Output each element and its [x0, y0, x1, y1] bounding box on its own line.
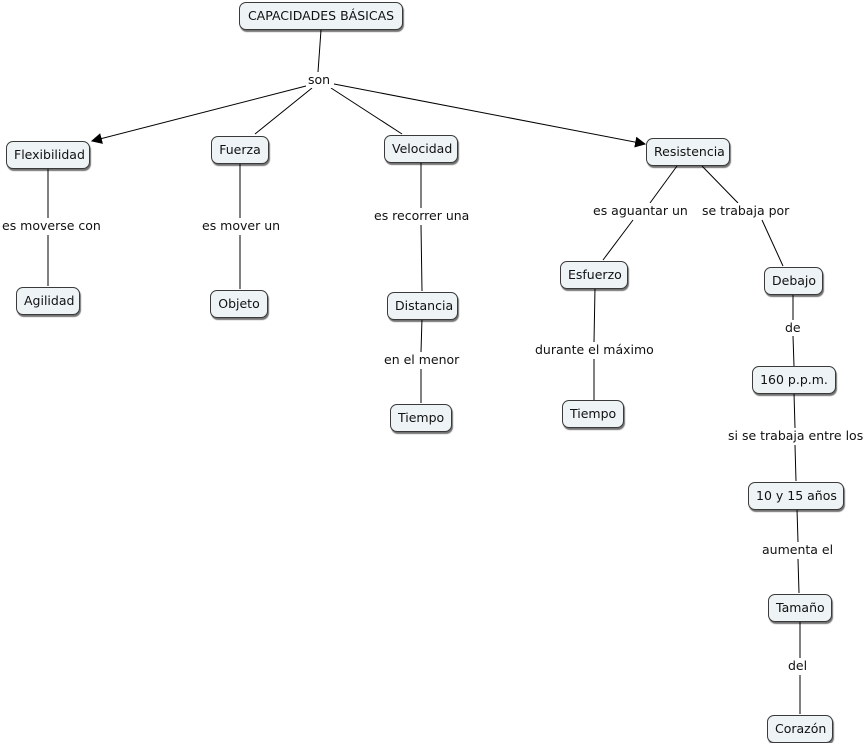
edge-edad-label [796, 508, 799, 543]
node-fuerza[interactable]: Fuerza [211, 136, 269, 164]
node-objeto[interactable]: Objeto [210, 290, 268, 318]
edge-son-fuerza [254, 87, 313, 135]
edge-son-velocidad [330, 87, 403, 135]
node-10-y-15-anos[interactable]: 10 y 15 años [748, 482, 844, 510]
edge-de-ppm [792, 335, 795, 367]
node-corazon[interactable]: Corazón [767, 715, 833, 743]
node-debajo[interactable]: Debajo [764, 267, 823, 295]
link-si-se-trabaja-entre-los: si se trabaja entre los [726, 428, 864, 444]
edge-son-flexibilidad [90, 85, 307, 144]
node-distancia[interactable]: Distancia [387, 292, 458, 320]
node-agilidad[interactable]: Agilidad [16, 287, 80, 315]
node-capacidades-basicas[interactable]: CAPACIDADES BÁSICAS [239, 2, 403, 30]
edge-ppm-label [793, 392, 796, 429]
edge-label-edad [794, 444, 797, 482]
link-son: son [306, 72, 333, 88]
link-aumenta-el: aumenta el [760, 542, 836, 558]
link-es-aguantar-un: es aguantar un [591, 203, 690, 219]
link-de: de [783, 320, 803, 336]
link-es-moverse-con: es moverse con [0, 218, 103, 234]
edge-esfuerzo-label [593, 287, 596, 343]
node-resistencia[interactable]: Resistencia [646, 138, 730, 166]
edge-distancia-label [420, 317, 423, 353]
edge-root-son [317, 29, 322, 73]
edge-resistencia-aguantar [649, 165, 678, 204]
node-flexibilidad[interactable]: Flexibilidad [6, 141, 90, 169]
edge-son-resistencia [333, 83, 647, 148]
link-es-recorrer-una: es recorrer una [372, 208, 472, 224]
link-es-mover-un: es mover un [200, 218, 283, 234]
edge-aguantar-esfuerzo [602, 219, 634, 261]
edge-resistencia-trabaja [701, 165, 739, 204]
node-velocidad[interactable]: Velocidad [384, 135, 458, 163]
link-durante-el-maximo: durante el máximo [533, 342, 656, 358]
node-esfuerzo[interactable]: Esfuerzo [560, 261, 628, 289]
link-se-trabaja-por: se trabaja por [700, 203, 792, 219]
node-tamano[interactable]: Tamaño [768, 594, 832, 622]
node-tiempo-esfuerzo[interactable]: Tiempo [562, 400, 624, 428]
link-del: del [786, 658, 810, 674]
node-160-ppm[interactable]: 160 p.p.m. [752, 366, 836, 394]
edge-label-tamano [797, 558, 800, 594]
edge-trabaja-debajo [761, 219, 784, 267]
node-tiempo-velocidad[interactable]: Tiempo [390, 404, 452, 432]
link-en-el-menor: en el menor [382, 352, 462, 368]
edge-label-distancia [420, 224, 423, 292]
